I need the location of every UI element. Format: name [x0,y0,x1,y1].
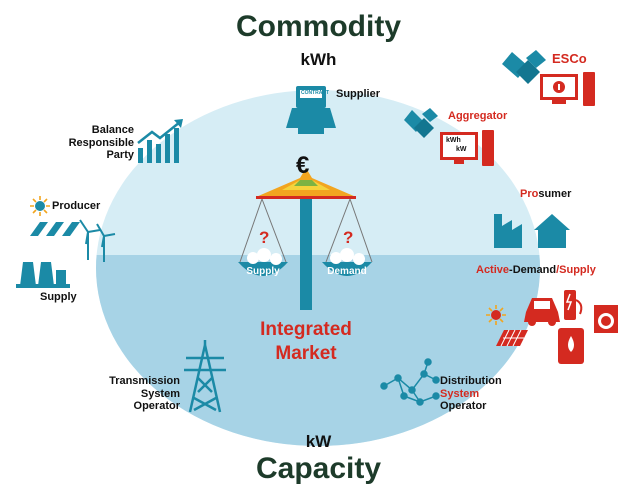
prosumer-sumer: sumer [538,188,572,200]
market-line-2: Market [275,342,337,364]
dso-line-1: Distribution [440,375,502,387]
transmission-tower-icon [184,340,226,413]
supply-pan-label: Supply [246,266,280,277]
handshake-icon [502,50,546,84]
prosumer-label: Prosumer [520,188,571,201]
network-icon [380,358,440,406]
euro-symbol: € [296,152,310,179]
supplier-device-label: CONTRACT [301,90,330,96]
tso-line-2: System [140,387,180,400]
commodity-title: Commodity [236,10,401,43]
washing-machine-icon [594,305,618,333]
esco-label: ESCo [552,51,587,66]
tso-label: Transmission System Operator [96,375,180,413]
ads-demand: -Demand [509,264,557,276]
prosumer-pro: Pro [520,188,539,200]
demand-pan-label: Demand [327,266,367,277]
active-demand-supply-label: Active-Demand/Supply [476,264,596,277]
market-line-1: Integrated [260,319,352,340]
esco-computer-icon [540,72,595,106]
chart-growth-icon [137,119,183,163]
ads-supply: /Supply [556,264,596,276]
charger-icon [564,290,583,320]
ads-active: Active [476,264,510,276]
sun-small-icon [486,305,506,325]
car-icon [524,298,560,326]
capacity-title: Capacity [255,452,382,485]
integrated-market-label: Integrated Market [236,318,376,366]
boiler-icon [558,328,584,364]
brp-label: Balance Responsible Party [54,124,134,162]
sun-icon [30,196,50,216]
dso-line-2: System [440,387,480,400]
producer-label: Producer [52,200,101,212]
supply-question-mark: ? [259,228,270,247]
commodity-unit: kWh [300,50,337,69]
aggregator-computer-icon [440,130,494,166]
aggregator-label: Aggregator [448,110,508,122]
capacity-unit: kW [305,432,332,451]
aggregator-screen-kwh: kWh [446,137,461,144]
brp-line-1: Balance [91,124,134,136]
dso-label: Distribution System Operator [440,375,502,413]
solar-panel-small-icon [496,329,528,347]
aggregator-screen-kw: kW [456,146,467,153]
solar-panel-icon [30,222,80,236]
dso-line-3: Operator [440,400,487,413]
aggregator-handshake-icon [404,108,438,138]
brp-line-3: Party [106,149,134,162]
supply-label: Supply [40,291,77,303]
demand-question-mark: ? [343,228,354,247]
factory-icon [494,214,522,248]
power-plant-icon [16,262,70,288]
supplier-icon [286,86,336,134]
tso-line-1: Transmission [109,375,180,387]
brp-line-2: Responsible [68,136,134,149]
supplier-label: Supplier [336,88,381,100]
wind-turbine-icon [79,219,116,262]
house-icon [534,214,570,248]
tso-line-3: Operator [133,400,180,413]
balance-scale [238,168,373,310]
